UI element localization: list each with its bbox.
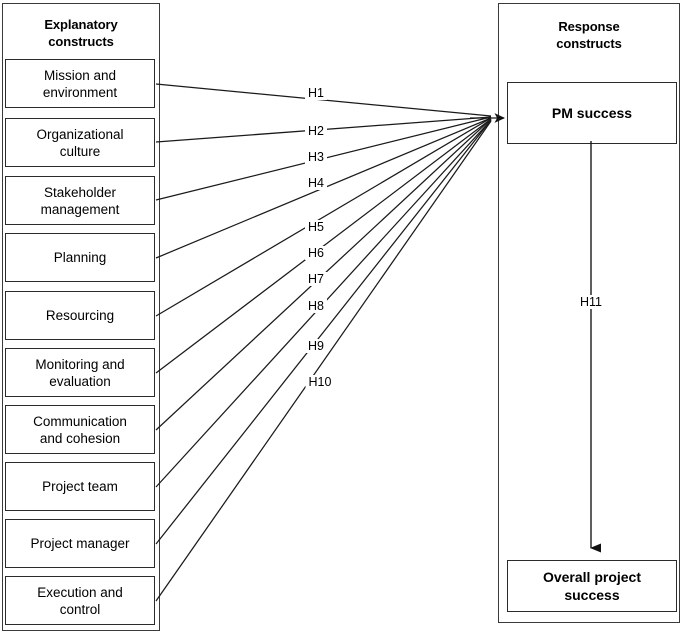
hypothesis-label-h10: H10 xyxy=(305,375,335,389)
construct-label-line-1: Execution and xyxy=(37,584,123,600)
response-constructs-title: Response constructs xyxy=(499,18,679,52)
construct-label-line-1: Stakeholder xyxy=(43,184,117,200)
construct-box-organizational-culture[interactable]: Organizational culture xyxy=(5,118,155,167)
construct-label-line-1: Resourcing xyxy=(45,308,115,323)
construct-label-line-1: Organizational xyxy=(36,126,124,142)
hypothesis-label-h1: H1 xyxy=(305,86,327,100)
construct-box-project-team[interactable]: Project team xyxy=(5,462,155,511)
explanatory-constructs-title: Explanatory constructs xyxy=(3,16,159,50)
response-title-line-2: constructs xyxy=(556,36,622,51)
hypothesis-line-h5 xyxy=(155,117,492,317)
hypothesis-label-h6: H6 xyxy=(305,246,327,260)
construct-box-mission-and-environment[interactable]: Mission and environment xyxy=(5,59,155,108)
construct-label-line-1: Mission and xyxy=(43,67,117,83)
construct-label-line-1: Overall project xyxy=(542,569,642,585)
hypothesis-label-h11: H11 xyxy=(576,295,606,309)
construct-box-resourcing[interactable]: Resourcing xyxy=(5,291,155,340)
hypothesis-line-h10 xyxy=(155,120,492,602)
construct-box-stakeholder-management[interactable]: Stakeholder management xyxy=(5,176,155,225)
construct-box-overall-project-success[interactable]: Overall project success xyxy=(507,560,677,612)
construct-box-project-manager[interactable]: Project manager xyxy=(5,519,155,568)
construct-label-line-2: culture xyxy=(59,143,101,159)
construct-label-line-1: Planning xyxy=(53,250,107,265)
construct-box-pm-success[interactable]: PM success xyxy=(507,82,677,144)
hypothesis-label-h8: H8 xyxy=(305,299,327,313)
explanatory-title-line-1: Explanatory xyxy=(44,17,118,32)
construct-label-line-1: Project manager xyxy=(30,536,130,551)
explanatory-title-line-2: constructs xyxy=(48,34,114,49)
hypothesis-label-h4: H4 xyxy=(305,176,327,190)
construct-label-line-2: evaluation xyxy=(49,373,111,389)
response-constructs-panel: Response constructs PM success Overall p… xyxy=(498,3,680,623)
construct-label-line-1: Monitoring and xyxy=(35,356,125,372)
construct-label-line-2: control xyxy=(59,601,101,617)
construct-label-line-2: and cohesion xyxy=(39,430,121,446)
construct-label-line-1: PM success xyxy=(551,105,633,121)
construct-box-execution-and-control[interactable]: Execution and control xyxy=(5,576,155,625)
construct-box-monitoring-and-evaluation[interactable]: Monitoring and evaluation xyxy=(5,348,155,397)
construct-label-line-2: management xyxy=(40,201,120,217)
hypothesis-label-h2: H2 xyxy=(305,124,327,138)
construct-box-communication-and-cohesion[interactable]: Communication and cohesion xyxy=(5,405,155,454)
construct-box-planning[interactable]: Planning xyxy=(5,233,155,282)
hypothesis-label-h3: H3 xyxy=(305,150,327,164)
hypothesis-label-h5: H5 xyxy=(305,220,327,234)
hypothesis-label-h9: H9 xyxy=(305,339,327,353)
construct-label-line-1: Communication xyxy=(33,413,127,429)
construct-label-line-2: success xyxy=(564,587,620,603)
response-title-line-1: Response xyxy=(558,19,620,34)
construct-label-line-1: Project team xyxy=(42,479,118,494)
construct-label-line-2: environment xyxy=(42,84,118,100)
hypothesis-label-h7: H7 xyxy=(305,272,327,286)
